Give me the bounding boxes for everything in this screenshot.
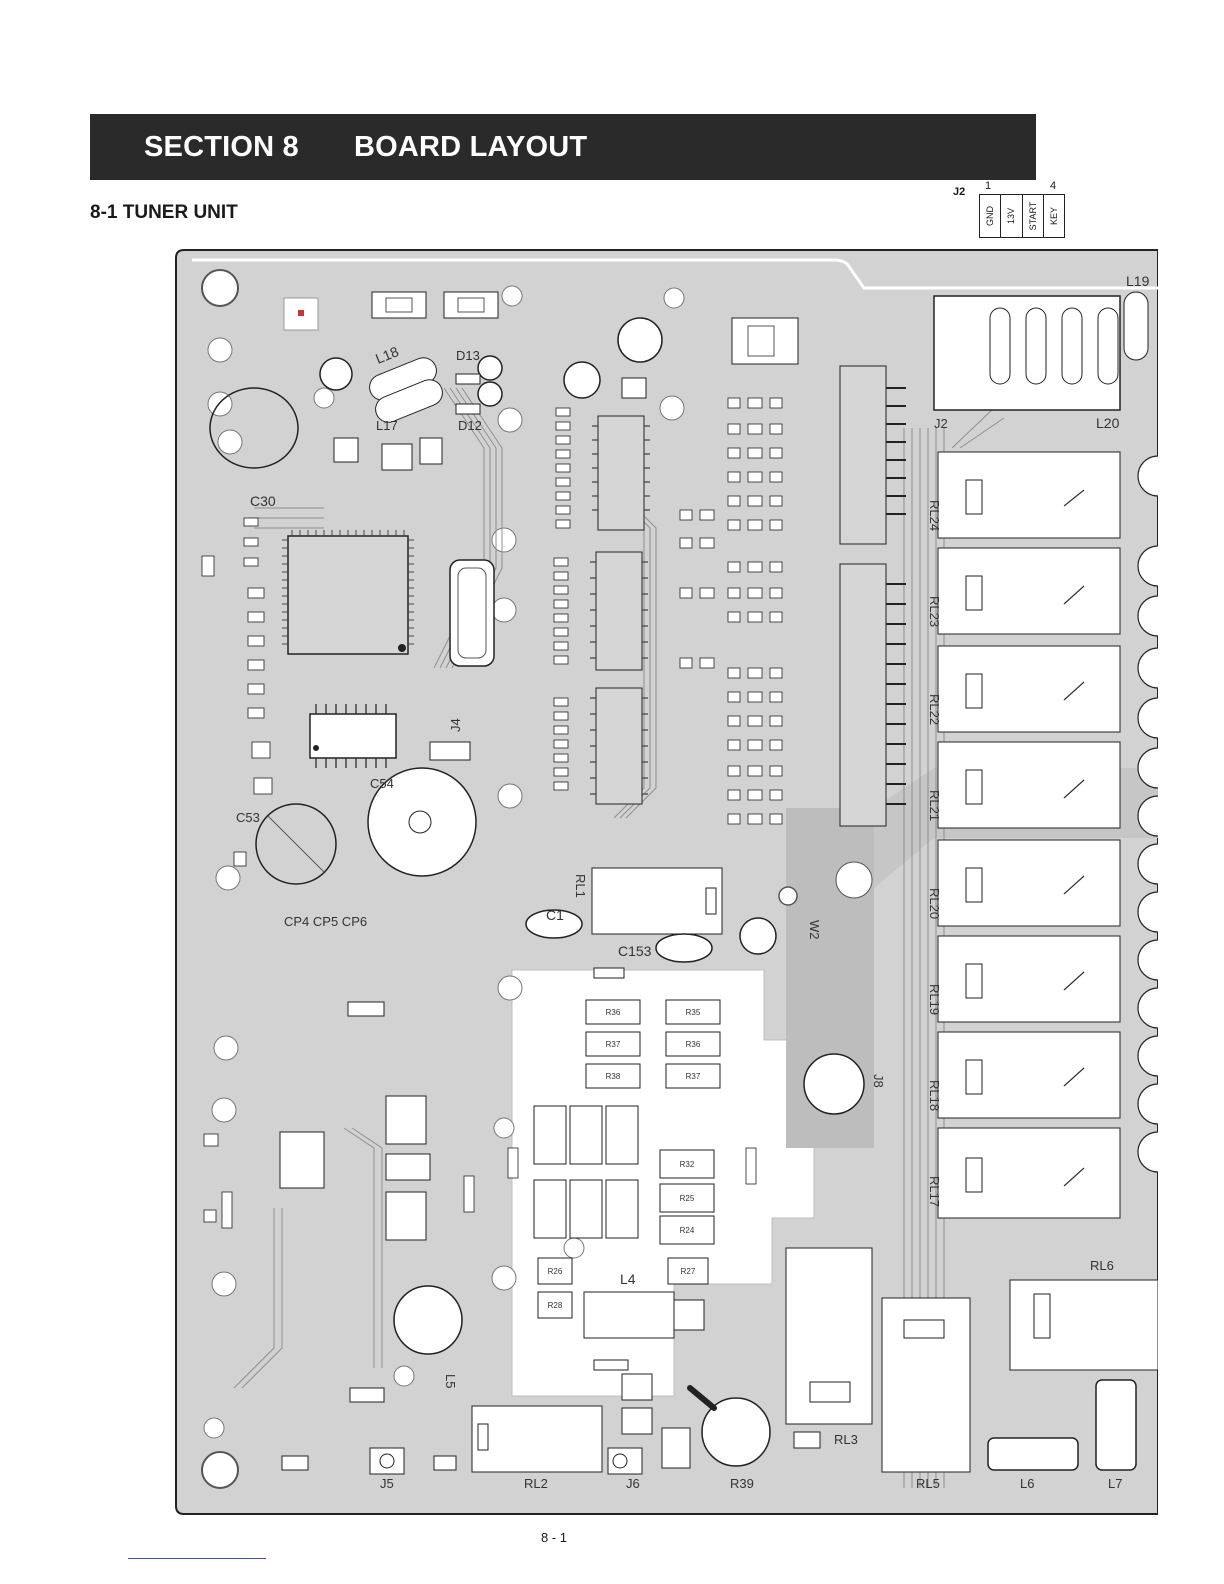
footer-rule — [128, 1558, 266, 1559]
connector-last-pin: 4 — [1050, 180, 1056, 192]
resistor-label: R28 — [548, 1301, 563, 1310]
resistor-label: R24 — [680, 1226, 695, 1235]
resistor-label: R38 — [606, 1072, 621, 1081]
header-connector-2 — [840, 564, 886, 826]
pin-label: START — [1028, 202, 1038, 231]
resistor-label: R26 — [548, 1267, 563, 1276]
resistor-label: R32 — [680, 1160, 695, 1169]
header-connector-1 — [840, 366, 886, 544]
pin-label: 13V — [1006, 208, 1016, 224]
connector-pin-table: GND 13V START KEY — [979, 194, 1065, 238]
pcb-board: L18 D13 L17 D12 C30 J4 C54 C53 — [174, 248, 1158, 1516]
mounting-hole — [202, 270, 238, 306]
pin-cell: 13V — [1001, 195, 1022, 237]
pin-cell: START — [1023, 195, 1044, 237]
pin-label: KEY — [1049, 207, 1059, 225]
label-j4: J4 — [448, 718, 463, 732]
resistor-label: R36 — [606, 1008, 621, 1017]
resistor-label: R37 — [606, 1040, 621, 1049]
label-relay: RL24 — [927, 500, 942, 531]
resistor-label: R37 — [686, 1072, 701, 1081]
resistor-label: R25 — [680, 1194, 695, 1203]
pcb-layout-svg: L18 D13 L17 D12 C30 J4 C54 C53 — [174, 248, 1158, 1516]
resistor-label: R27 — [681, 1267, 696, 1276]
label-l7: L7 — [1108, 1476, 1122, 1491]
label-relay: RL20 — [927, 888, 942, 919]
label-l5: L5 — [443, 1374, 458, 1388]
label-d13: D13 — [456, 348, 480, 363]
ic-dip-1 — [598, 416, 644, 530]
label-relay: RL17 — [927, 1176, 942, 1207]
label-l20: L20 — [1096, 415, 1120, 431]
label-c1: C1 — [546, 907, 564, 923]
label-c54: C54 — [370, 776, 394, 791]
label-l6: L6 — [1020, 1476, 1034, 1491]
label-c30: C30 — [250, 493, 276, 509]
subsection-heading: 8-1 TUNER UNIT — [90, 202, 238, 224]
section-title: BOARD LAYOUT — [354, 131, 587, 164]
label-relay: RL21 — [927, 790, 942, 821]
label-c153: C153 — [618, 943, 652, 959]
label-j5: J5 — [380, 1476, 394, 1491]
pin-cell: GND — [980, 195, 1001, 237]
resistor-label: R35 — [686, 1008, 701, 1017]
page-number: 8 - 1 — [541, 1530, 567, 1545]
label-relay: RL18 — [927, 1080, 942, 1111]
label-r39: R39 — [730, 1476, 754, 1491]
label-c53: C53 — [236, 810, 260, 825]
label-j2: J2 — [934, 416, 948, 431]
ic-dip-3 — [596, 688, 642, 804]
label-relay: RL22 — [927, 694, 942, 725]
connector-name: J2 — [953, 186, 965, 198]
label-l17: L17 — [376, 418, 398, 433]
label-rl2: RL2 — [524, 1476, 548, 1491]
mounting-hole — [202, 1452, 238, 1488]
ic-qfp — [288, 536, 408, 654]
label-rl6: RL6 — [1090, 1258, 1114, 1273]
label-relay: RL19 — [927, 984, 942, 1015]
resistor-label: R36 — [686, 1040, 701, 1049]
label-j8: J8 — [871, 1074, 886, 1088]
section-header-bar: SECTION 8 BOARD LAYOUT — [90, 114, 1036, 180]
connector-j8 — [804, 1054, 864, 1114]
ic-sop — [310, 714, 396, 758]
pin-label: GND — [985, 206, 995, 226]
section-number: SECTION 8 — [144, 131, 299, 164]
label-d12: D12 — [458, 418, 482, 433]
label-j6: J6 — [626, 1476, 640, 1491]
label-l19: L19 — [1126, 273, 1150, 289]
pin-cell: KEY — [1044, 195, 1064, 237]
connector-first-pin: 1 — [985, 180, 991, 192]
label-w2: W2 — [807, 920, 822, 940]
label-rl1: RL1 — [573, 874, 588, 898]
label-cp4: CP4 CP5 CP6 — [284, 914, 367, 929]
label-l4: L4 — [620, 1271, 636, 1287]
label-relay: RL23 — [927, 596, 942, 627]
ic-dip-2 — [596, 552, 642, 670]
label-rl5: RL5 — [916, 1476, 940, 1491]
label-rl3: RL3 — [834, 1432, 858, 1447]
